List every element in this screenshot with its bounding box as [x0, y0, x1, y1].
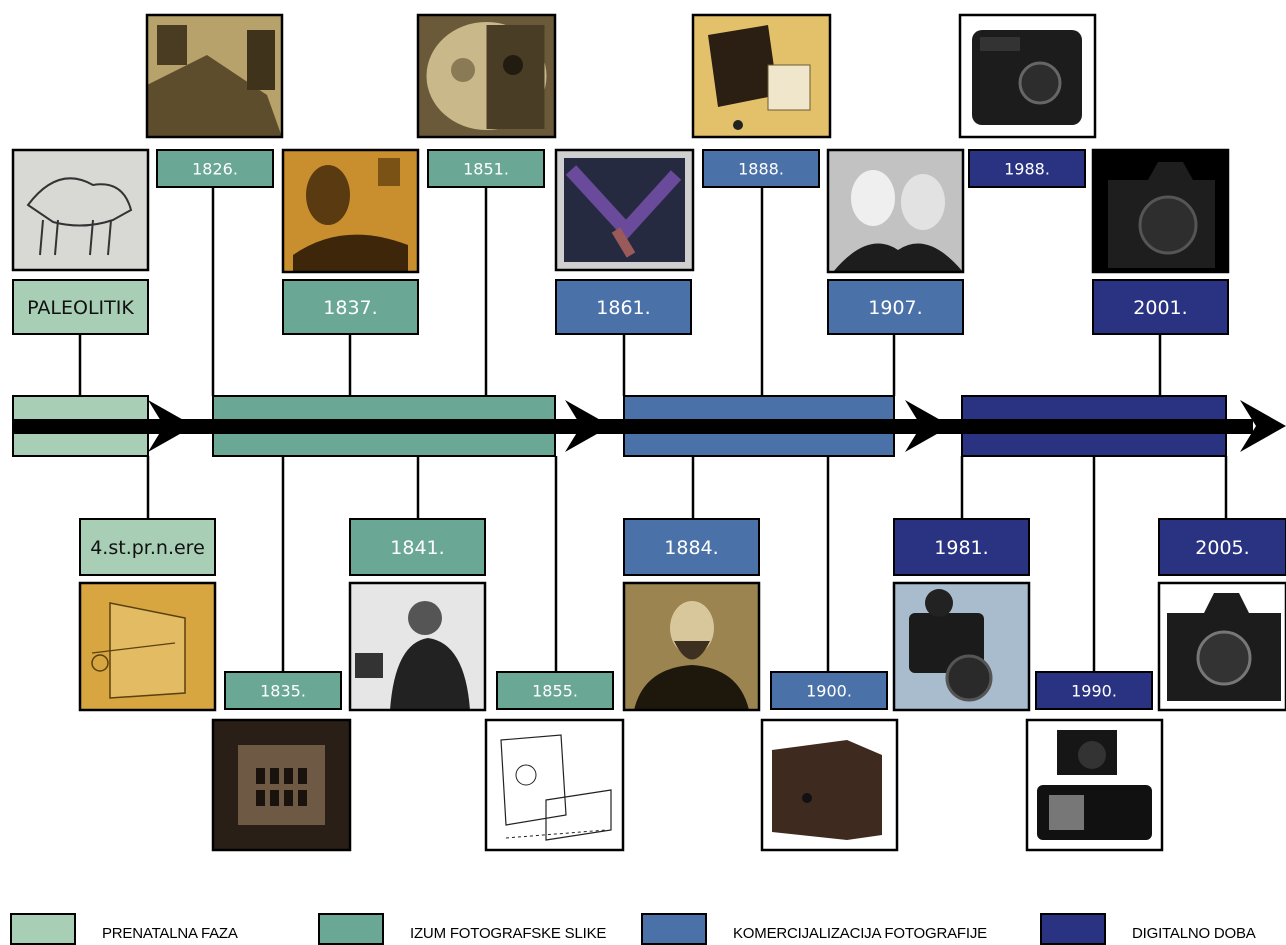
kodak-box-camera-icon: [691, 13, 832, 139]
event-label-y1990: 1990.: [1035, 671, 1153, 710]
portrait-bearded-man-icon: [622, 581, 761, 712]
event-label-y1907: 1907.: [827, 279, 964, 335]
event-label-y2005: 2005.: [1158, 518, 1286, 576]
event-label-y1855: 1855.: [496, 671, 614, 710]
fuji-digital-camera-icon: [958, 13, 1097, 139]
window-negative-icon: [211, 718, 352, 852]
event-label-y1861: 1861.: [555, 279, 692, 335]
event-label-y1888: 1888.: [702, 149, 820, 188]
lumiere-brothers-icon: [826, 148, 965, 274]
portrait-man-icon: [348, 581, 487, 712]
event-year-st4: 4.st.pr.n.ere: [90, 537, 205, 559]
legend-swatch-digitalno: [1040, 913, 1106, 945]
legend-item-prenatal: PRENATALNA FAZA: [10, 913, 238, 945]
event-label-y1851: 1851.: [427, 149, 545, 188]
event-label-y1835: 1835.: [224, 671, 342, 710]
event-year-y1981: 1981.: [934, 537, 988, 559]
event-label-y2001: 2001.: [1092, 279, 1229, 335]
wet-plate-photo-icon: [416, 13, 557, 139]
event-year-y1851: 1851.: [463, 160, 509, 179]
event-year-y1841: 1841.: [390, 537, 444, 559]
event-year-y1835: 1835.: [260, 682, 306, 701]
event-year-y1988: 1988.: [1004, 160, 1050, 179]
event-year-y1888: 1888.: [738, 160, 784, 179]
axis-arrow-4: [1240, 400, 1286, 452]
cave-drawing-icon: [11, 148, 150, 272]
event-year-y1990: 1990.: [1071, 682, 1117, 701]
legend-swatch-izum: [318, 913, 384, 945]
event-label-st4: 4.st.pr.n.ere: [79, 518, 216, 576]
event-labels: PALEOLITIK 1826. 1837. 1851. 1861. 1888. 1907.…: [12, 149, 1286, 710]
first-photograph-icon: [145, 13, 284, 139]
event-year-y2001: 2001.: [1133, 297, 1187, 319]
event-year-y2005: 2005.: [1195, 537, 1249, 559]
legend-item-izum: IZUM FOTOGRAFSKE SLIKE: [318, 913, 606, 945]
event-label-y1988: 1988.: [968, 149, 1086, 188]
timeline-axis: [13, 400, 1286, 452]
legend-swatch-komercijalizacija: [641, 913, 707, 945]
event-label-y1900: 1900.: [770, 671, 888, 710]
event-year-y1900: 1900.: [806, 682, 852, 701]
event-label-y1981: 1981.: [893, 518, 1030, 576]
legend-item-digitalno: DIGITALNO DOBA: [1040, 913, 1256, 945]
event-year-paleolitik: PALEOLITIK: [27, 297, 134, 319]
legend: PRENATALNA FAZA IZUM FOTOGRAFSKE SLIKE K…: [0, 905, 1286, 945]
event-label-y1841: 1841.: [349, 518, 486, 576]
photography-timeline-diagram: PALEOLITIK 1826. 1837. 1851. 1861. 1888. 1907.…: [11, 13, 1286, 852]
event-label-y1884: 1884.: [623, 518, 760, 576]
axis-arrow-3: [905, 400, 951, 452]
event-label-y1826: 1826.: [156, 149, 274, 188]
axis-arrow-1: [148, 400, 194, 452]
legend-item-komercijalizacija: KOMERCIJALIZACIJA FOTOGRAFIJE: [641, 913, 987, 945]
event-year-y1855: 1855.: [532, 682, 578, 701]
axis-line: [13, 419, 1253, 434]
event-year-y1884: 1884.: [664, 537, 718, 559]
event-year-y1861: 1861.: [596, 297, 650, 319]
brownie-camera-icon: [760, 718, 899, 852]
sketch-diagram-icon: [484, 718, 625, 852]
daguerreotype-icon: [281, 148, 420, 274]
mavica-camera-icon: [892, 581, 1031, 712]
tartan-ribbon-icon: [554, 148, 695, 272]
legend-label-komercijalizacija: KOMERCIJALIZACIJA FOTOGRAFIJE: [733, 925, 987, 942]
legend-label-prenatal: PRENATALNA FAZA: [102, 925, 238, 942]
legend-label-digitalno: DIGITALNO DOBA: [1132, 925, 1256, 942]
axis-arrow-2: [565, 400, 611, 452]
event-year-y1907: 1907.: [868, 297, 922, 319]
canon-eos-1d-icon: [1091, 148, 1230, 274]
connector-lines: [78, 187, 1228, 672]
event-year-y1837: 1837.: [323, 297, 377, 319]
legend-swatch-prenatal: [10, 913, 76, 945]
event-label-paleolitik: PALEOLITIK: [12, 279, 149, 335]
event-year-y1826: 1826.: [192, 160, 238, 179]
kodak-dcs-camera-icon: [1025, 718, 1164, 852]
event-label-y1837: 1837.: [282, 279, 419, 335]
canon-eos-5d-icon: [1157, 581, 1286, 712]
event-photos: [11, 13, 1286, 852]
legend-label-izum: IZUM FOTOGRAFSKE SLIKE: [410, 925, 607, 942]
camera-obscura-icon: [78, 581, 217, 712]
